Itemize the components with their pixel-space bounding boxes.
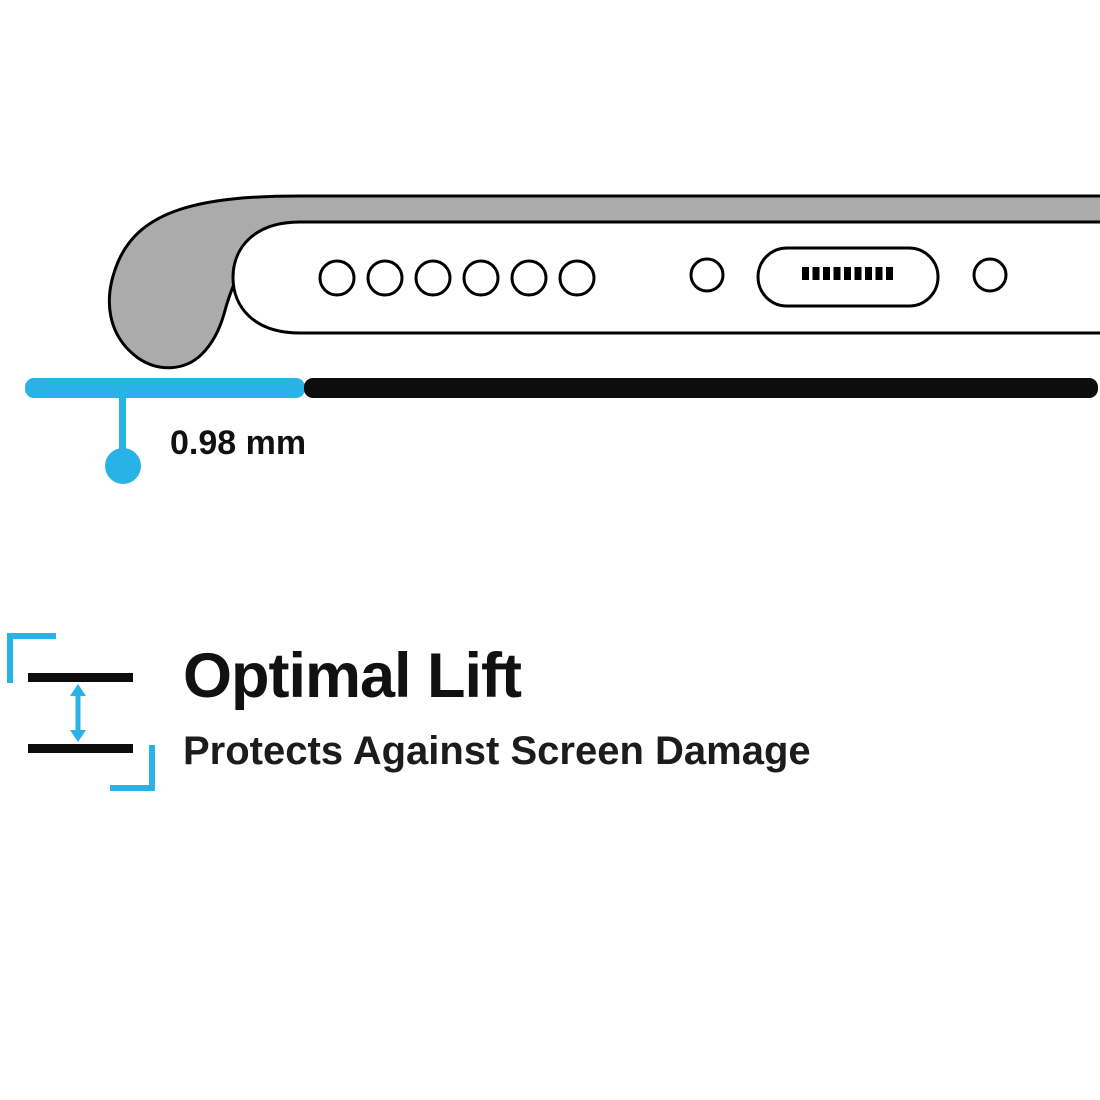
feature-subtitle: Protects Against Screen Damage <box>183 729 811 773</box>
speaker-hole <box>414 259 452 297</box>
phone-case-cross-section <box>25 194 1100 484</box>
measurement-label: 0.98 mm <box>170 424 307 462</box>
measurement-line <box>119 396 126 453</box>
charging-port <box>756 246 940 308</box>
bracket-bottom-right-icon <box>110 745 155 791</box>
speaker-hole <box>318 259 356 297</box>
phone-body <box>231 220 1100 335</box>
surface-bar-black <box>304 378 1098 398</box>
double-arrow-icon <box>70 684 86 742</box>
speaker-holes <box>318 259 596 297</box>
lower-surface-line <box>28 744 133 753</box>
measurement-dot <box>105 448 141 484</box>
speaker-hole <box>558 259 596 297</box>
mic-hole <box>689 257 725 293</box>
lift-gap-icon <box>7 633 155 791</box>
speaker-hole <box>462 259 500 297</box>
speaker-hole <box>510 259 548 297</box>
feature-title: Optimal Lift <box>183 641 522 711</box>
bracket-top-left-icon <box>7 633 56 683</box>
charging-port-pins <box>802 267 893 280</box>
speaker-hole <box>366 259 404 297</box>
upper-surface-line <box>28 673 133 682</box>
surface-bar-accent <box>25 378 305 398</box>
screw-hole <box>972 257 1008 293</box>
